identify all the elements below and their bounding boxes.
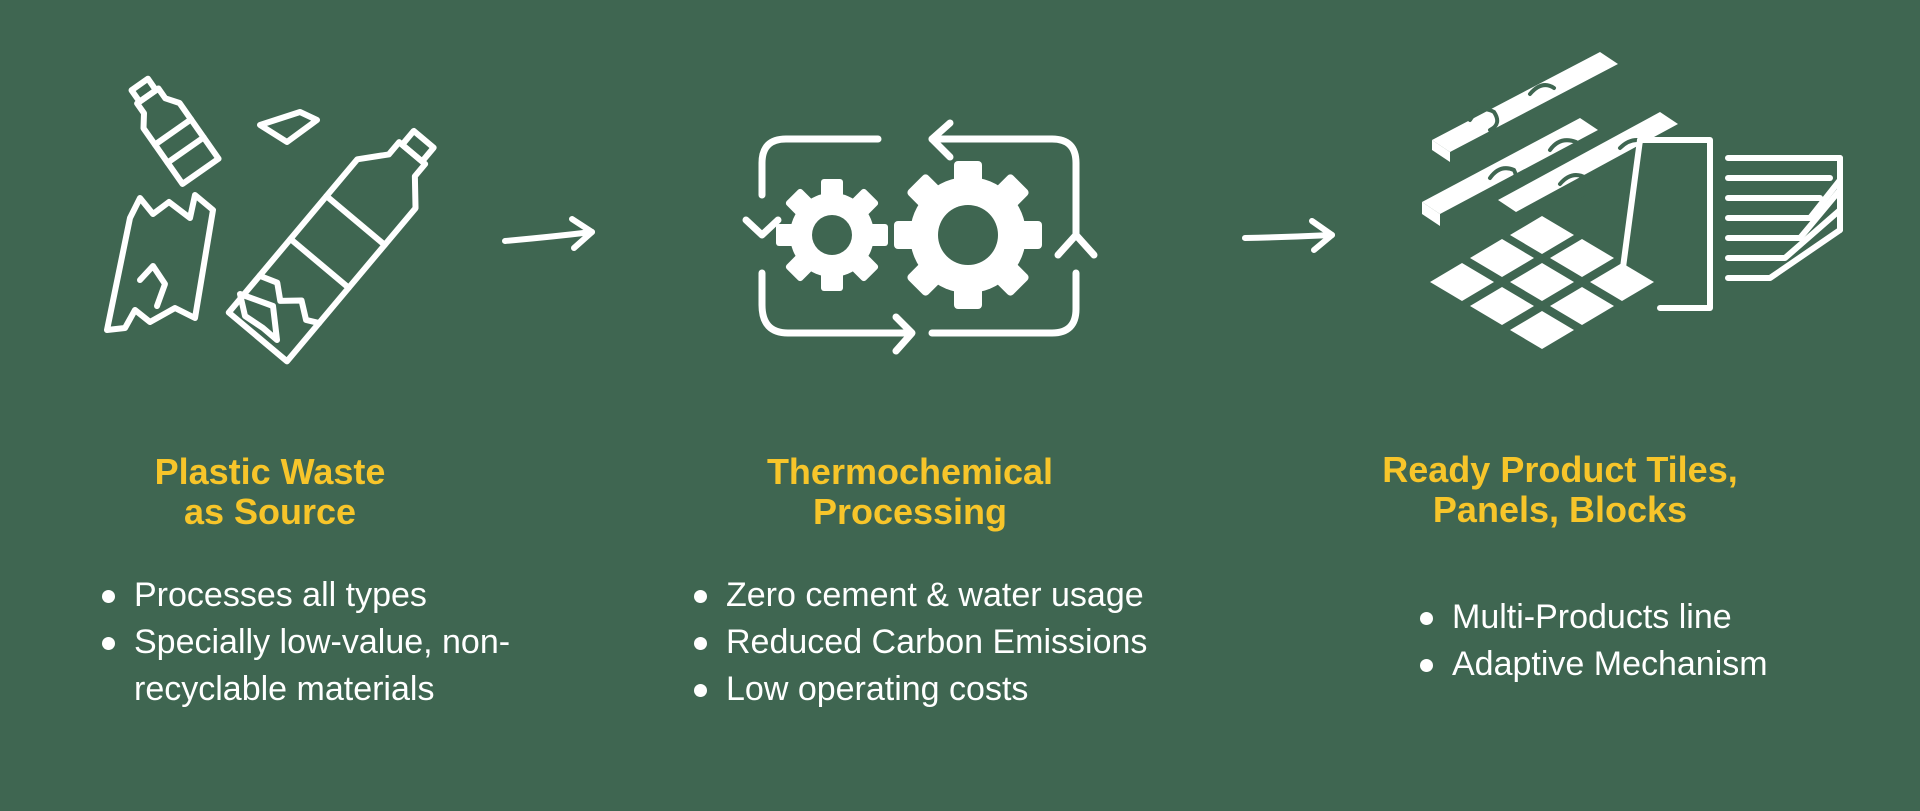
- list-item: Low operating costs: [692, 666, 1147, 713]
- list-item: Specially low-value, non- recyclable mat…: [100, 619, 510, 713]
- list-item: Adaptive Mechanism: [1418, 641, 1768, 688]
- step-title-thermochemical: Thermochemical Processing: [766, 451, 1054, 532]
- step-bullets-thermochemical: Zero cement & water usage Reduced Carbon…: [692, 572, 1147, 713]
- list-item: Reduced Carbon Emissions: [692, 619, 1147, 666]
- gears-cycle-icon: [742, 119, 1098, 355]
- step-title-plastic-waste: Plastic Waste as Source: [154, 451, 386, 532]
- list-item: Processes all types: [100, 572, 510, 619]
- step-bullets-plastic-waste: Processes all types Specially low-value,…: [100, 572, 510, 713]
- arrow-right-icon: [502, 216, 595, 251]
- plastic-waste-icon: [104, 75, 437, 365]
- list-item: Multi-Products line: [1418, 594, 1768, 641]
- step-bullets-ready-product: Multi-Products line Adaptive Mechanism: [1418, 594, 1768, 688]
- arrow-right-icon: [1242, 218, 1335, 253]
- tiles-panels-blocks-icon: [1422, 52, 1843, 349]
- step-title-ready-product: Ready Product Tiles, Panels, Blocks: [1382, 449, 1738, 530]
- list-item: Zero cement & water usage: [692, 572, 1147, 619]
